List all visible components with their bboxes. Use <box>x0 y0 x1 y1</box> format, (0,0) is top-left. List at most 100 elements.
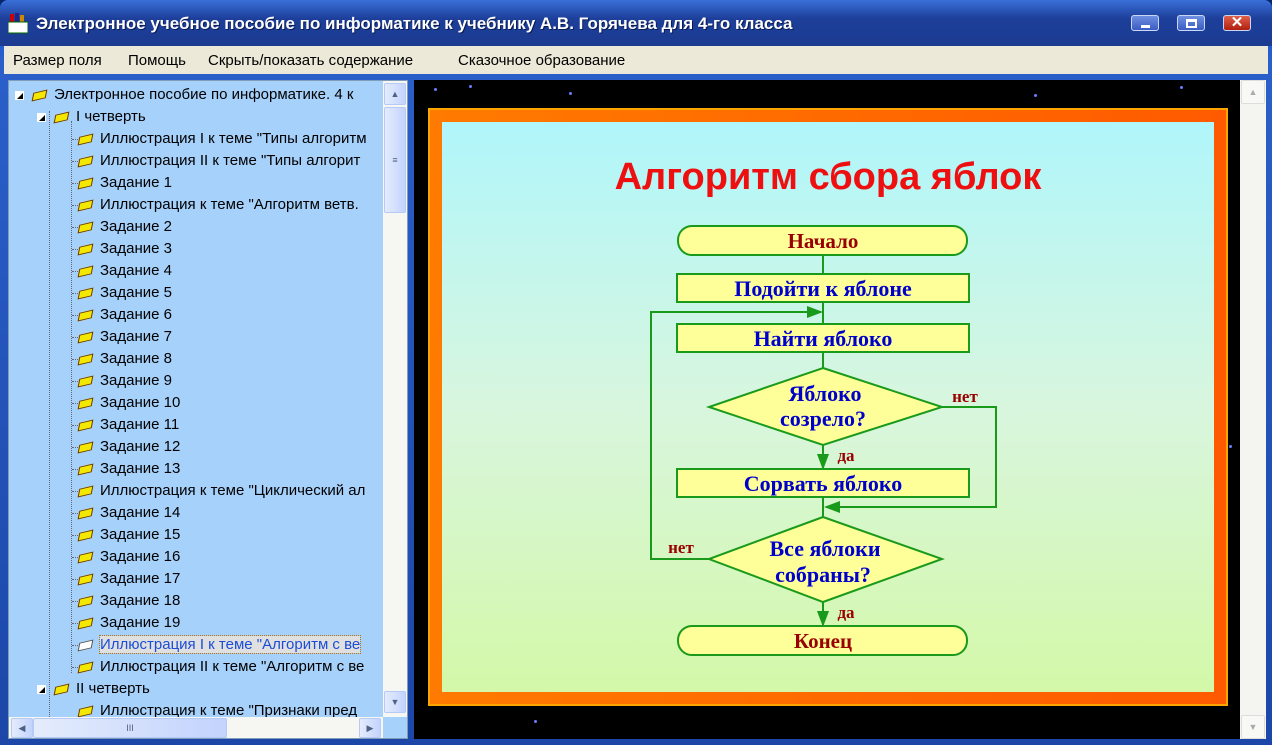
tree-item-label: II четверть <box>76 680 150 697</box>
tree-item-label: Задание 4 <box>100 262 173 279</box>
tree-item[interactable]: Задание 1 <box>77 173 173 193</box>
horizontal-scrollbar[interactable]: ◀ III ▶ <box>9 717 383 738</box>
start-terminal <box>677 225 968 256</box>
book-icon <box>77 177 94 190</box>
scroll-left-button[interactable]: ◀ <box>11 718 33 738</box>
tree-item[interactable]: Иллюстрация I к теме "Типы алгоритм <box>77 129 367 149</box>
tree-item[interactable]: Иллюстрация II к теме "Типы алгорит <box>77 151 360 171</box>
star <box>1229 445 1232 448</box>
tree-item-quarter-2[interactable]: II четверть <box>53 679 150 699</box>
tree-item-label: Задание 1 <box>100 174 173 191</box>
tree-item[interactable]: Иллюстрация к теме "Циклический ал <box>77 481 365 501</box>
book-icon <box>77 661 94 674</box>
window-title: Электронное учебное пособие по информати… <box>36 14 793 33</box>
tree-item-quarter-1[interactable]: I четверть <box>53 107 146 127</box>
tree-guide-line <box>72 183 80 184</box>
tree-item[interactable]: Задание 15 <box>77 525 180 545</box>
menu-help[interactable]: Помощь <box>128 52 186 69</box>
title-bar: Электронное учебное пособие по информати… <box>0 0 1272 46</box>
content-scroll-down-button[interactable]: ▼ <box>1241 715 1265 739</box>
book-icon <box>77 529 94 542</box>
vertical-scrollbar[interactable]: ▲ ≡ ▼ <box>383 81 407 717</box>
tree-item[interactable]: Задание 16 <box>77 547 180 567</box>
tree-item-label: Задание 18 <box>100 592 181 609</box>
tree-guide-line <box>72 601 80 602</box>
contents-tree: Электронное пособие по информатике. 4 к I… <box>8 80 408 739</box>
tree-item[interactable]: Задание 18 <box>77 591 181 611</box>
menu-field-size[interactable]: Размер поля <box>13 52 102 69</box>
tree-item[interactable]: Задание 17 <box>77 569 181 589</box>
menu-fairy-education[interactable]: Сказочное образование <box>458 52 626 69</box>
tree-guide-line <box>72 425 80 426</box>
tree-item-label: I четверть <box>76 108 146 125</box>
no-label-2: нет <box>668 538 694 557</box>
star <box>569 92 572 95</box>
cond1-label-line1: Яблоко <box>788 381 861 406</box>
tree-item[interactable]: Задание 19 <box>77 613 181 633</box>
tree-item[interactable]: Иллюстрация к теме "Алгоритм ветв. <box>77 195 359 215</box>
expand-collapse-toggle[interactable] <box>37 113 46 122</box>
star <box>1180 86 1183 89</box>
tree-item[interactable]: Задание 11 <box>77 415 179 435</box>
tree-item[interactable]: Задание 4 <box>77 261 173 281</box>
tree-item-label: Иллюстрация II к теме "Алгоритм с ве <box>100 658 365 675</box>
tree-item[interactable]: Задание 10 <box>77 393 181 413</box>
flowchart: Начало Подойти к яблоне Найти яблоко Ябл… <box>650 225 997 656</box>
tree-item[interactable]: Иллюстрация II к теме "Алгоритм с ве <box>77 657 365 677</box>
slide-title: Алгоритм сбора яблок <box>614 156 1042 198</box>
step-find-apple <box>676 323 970 353</box>
expand-collapse-toggle[interactable] <box>37 685 46 694</box>
tree-item-label: Задание 17 <box>100 570 181 587</box>
tree-item[interactable]: Задание 9 <box>77 371 172 391</box>
scroll-thumb[interactable]: ≡ <box>384 107 406 213</box>
tree-item[interactable]: Иллюстрация к теме "Признаки пред <box>77 701 358 721</box>
star <box>434 88 437 91</box>
tree-guide-line <box>72 227 80 228</box>
maximize-icon <box>1186 19 1197 28</box>
book-icon <box>77 419 94 432</box>
tree-item-label: Задание 19 <box>100 614 181 631</box>
maximize-button[interactable] <box>1177 15 1205 31</box>
hscroll-thumb[interactable]: III <box>33 718 227 738</box>
close-button[interactable]: ✕ <box>1223 14 1251 31</box>
tree-item[interactable]: Задание 14 <box>77 503 180 523</box>
tree-guide-line <box>72 359 80 360</box>
tree-item[interactable]: Задание 13 <box>77 459 180 479</box>
tree-item-label: Иллюстрация I к теме "Типы алгоритм <box>100 130 367 147</box>
tree-item[interactable]: Задание 8 <box>77 349 172 369</box>
tree-item-root[interactable]: Электронное пособие по информатике. 4 к <box>31 85 353 105</box>
expand-collapse-toggle[interactable] <box>15 91 24 100</box>
tree-item[interactable]: Задание 7 <box>77 327 172 347</box>
tree-item[interactable]: Задание 12 <box>77 437 180 457</box>
tree-item-label: Задание 10 <box>100 394 181 411</box>
tree-item-label: Иллюстрация к теме "Признаки пред <box>100 702 358 719</box>
tree-item[interactable]: Иллюстрация I к теме "Алгоритм с ве <box>77 635 362 655</box>
minimize-button[interactable] <box>1131 15 1159 31</box>
content-scroll-up-button[interactable]: ▲ <box>1241 80 1265 104</box>
scroll-down-button[interactable]: ▼ <box>384 691 406 713</box>
menu-toggle-contents[interactable]: Скрыть/показать содержание <box>208 52 414 69</box>
tree-item[interactable]: Задание 3 <box>77 239 172 259</box>
book-icon <box>77 573 94 586</box>
tree-guide-line <box>72 623 80 624</box>
start-label: Начало <box>788 229 859 253</box>
tree-guide-line <box>72 535 80 536</box>
book-icon <box>53 683 70 696</box>
tree-item[interactable]: Задание 6 <box>77 305 172 325</box>
tree-item[interactable]: Задание 2 <box>77 217 172 237</box>
no-label-1: нет <box>952 387 978 406</box>
flow-arrow-no2 <box>650 306 823 560</box>
decision-ripe <box>705 366 946 447</box>
tree-item[interactable]: Задание 5 <box>77 283 172 303</box>
tree-guide-line <box>72 579 80 580</box>
content-scrollbar[interactable]: ▲ ▼ <box>1240 80 1266 739</box>
book-icon <box>77 199 94 212</box>
book-icon <box>77 463 94 476</box>
book-icon <box>77 595 94 608</box>
book-icon <box>77 705 94 718</box>
book-icon <box>77 441 94 454</box>
yes-label-2: да <box>837 603 855 622</box>
scroll-right-button[interactable]: ▶ <box>359 718 381 738</box>
scroll-up-button[interactable]: ▲ <box>384 83 406 105</box>
book-icon <box>77 309 94 322</box>
